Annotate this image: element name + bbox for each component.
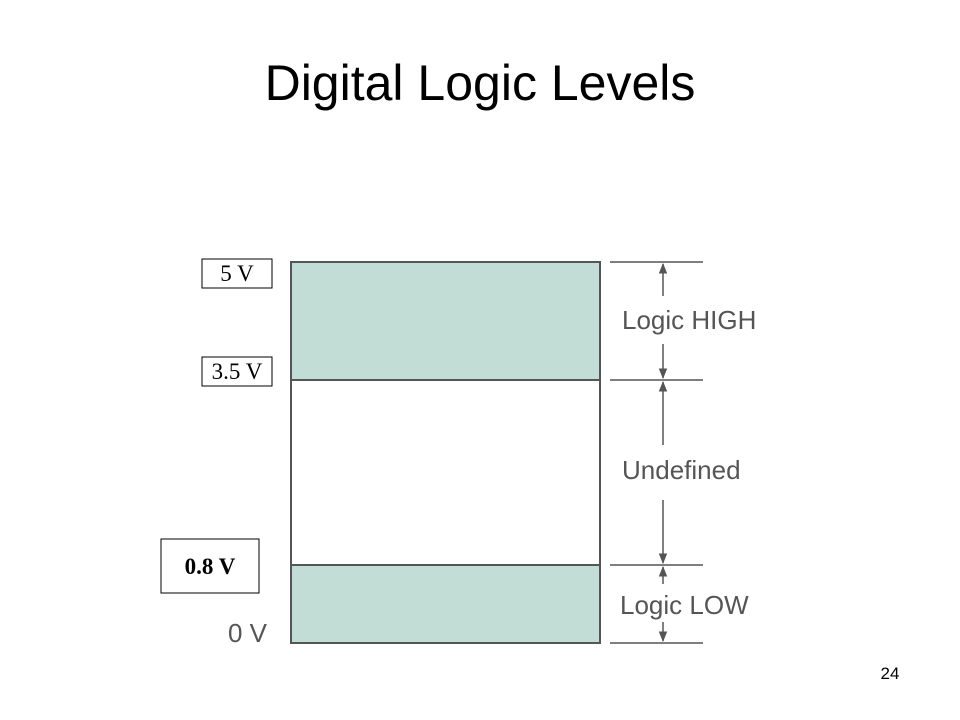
box-5v bbox=[201, 258, 273, 289]
box-0-8v bbox=[160, 538, 260, 594]
label-3-5v: 3.5 V bbox=[212, 359, 263, 384]
label-0v: 0 V bbox=[228, 618, 268, 648]
slide-number: 24 bbox=[880, 664, 900, 683]
slide-title: Digital Logic Levels bbox=[264, 55, 696, 111]
label-undefined: Undefined bbox=[622, 455, 741, 485]
logic-low-band bbox=[290, 564, 601, 644]
logic-high-band bbox=[290, 261, 601, 381]
box-3-5v bbox=[201, 356, 273, 387]
label-logic-high: Logic HIGH bbox=[622, 305, 756, 335]
label-0-8v: 0.8 V bbox=[185, 554, 236, 579]
label-5v: 5 V bbox=[220, 261, 254, 286]
label-logic-low: Logic LOW bbox=[620, 590, 749, 620]
undefined-band bbox=[290, 379, 601, 566]
